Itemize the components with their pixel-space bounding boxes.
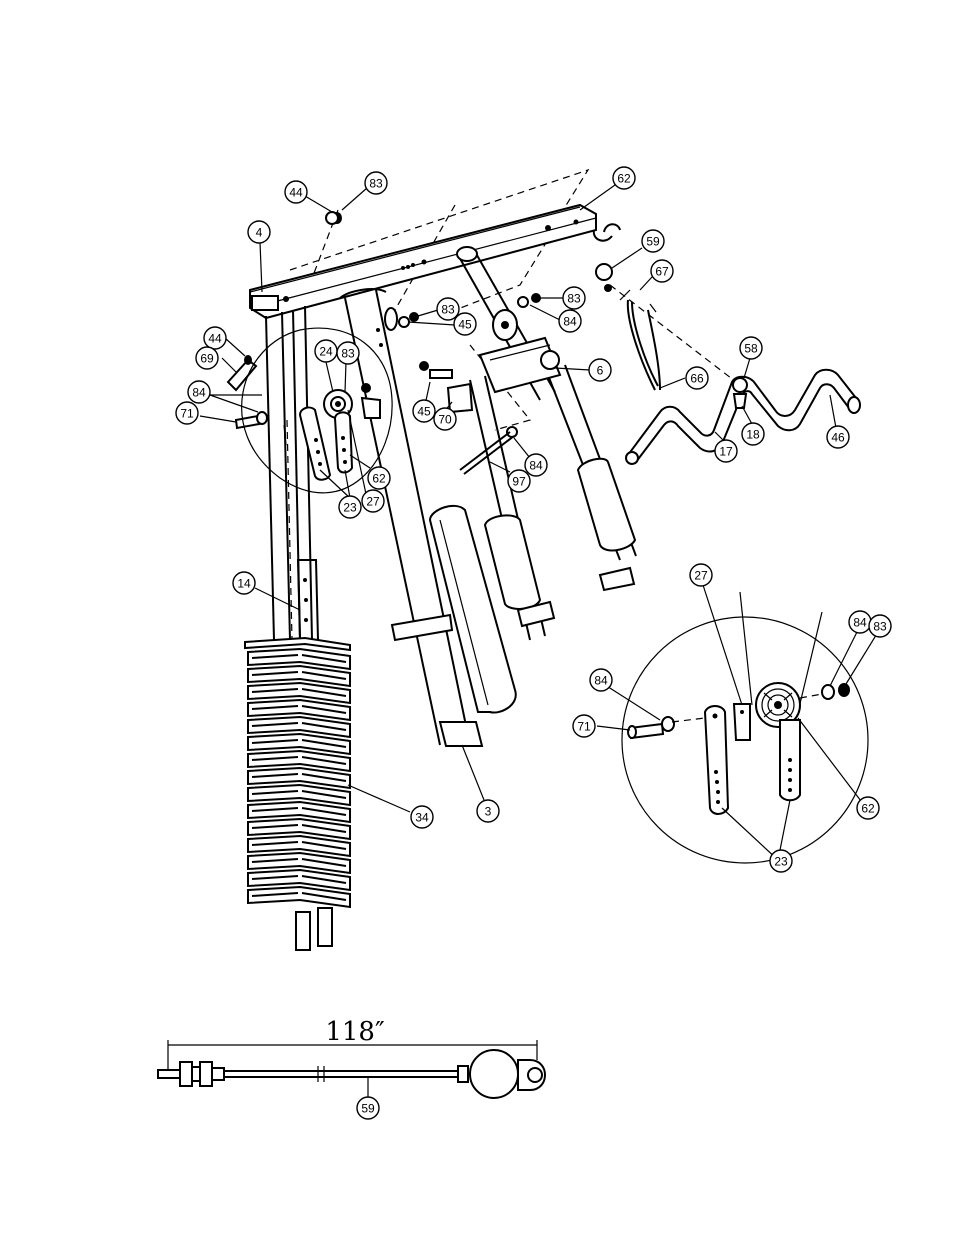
part-callout-71b: 71 [573,715,595,737]
part-callout-23b: 23 [770,850,792,872]
callout-number: 6 [597,364,604,378]
callout-number: 58 [744,342,758,356]
part-callout-62a: 62 [613,167,635,189]
part-callout-67: 67 [651,260,673,282]
callout-number: 97 [512,475,526,489]
callout-number: 23 [343,501,357,515]
callout-number: 84 [529,459,543,473]
part-callout-84e: 84 [590,669,612,691]
part-callout-24: 24 [315,340,337,362]
callout-number: 83 [441,303,455,317]
detail-circle-right [597,585,878,863]
part-callout-84b: 84 [188,381,210,403]
callout-number: 24 [319,345,333,359]
callout-number: 23 [774,855,788,869]
callout-number: 45 [458,318,472,332]
callout-number: 69 [200,352,214,366]
callout-number: 66 [690,372,704,386]
part-callout-18: 18 [742,423,764,445]
callout-number: 17 [719,445,733,459]
part-callout-97: 97 [508,470,530,492]
part-callout-17: 17 [715,440,737,462]
part-callout-84c: 84 [525,454,547,476]
part-callout-69: 69 [196,347,218,369]
part-callout-84a: 84 [559,310,581,332]
part-callout-3: 3 [477,800,499,822]
callout-number: 44 [289,186,303,200]
callout-number: 84 [594,674,608,688]
callout-number: 62 [372,472,386,486]
part-callout-83e: 83 [869,615,891,637]
callout-number: 71 [577,720,591,734]
callout-number: 83 [341,347,355,361]
part-callout-45b: 45 [413,400,435,422]
callout-number: 34 [415,811,429,825]
callout-number: 84 [192,386,206,400]
callout-number: 71 [180,407,194,421]
callout-number: 62 [861,802,875,816]
part-callout-27a: 27 [362,490,384,512]
part-callout-62b: 62 [368,467,390,489]
part-callout-83b: 83 [563,287,585,309]
callout-number: 83 [567,292,581,306]
part-callout-59b: 59 [357,1097,379,1119]
part-callout-6: 6 [589,359,611,381]
curl-bar [626,370,860,464]
part-callout-14: 14 [233,572,255,594]
weight-stack [245,638,350,950]
part-callout-71a: 71 [176,402,198,424]
part-callout-45a: 45 [454,313,476,335]
callout-number: 83 [369,177,383,191]
part-callout-44b: 44 [204,327,226,349]
part-callout-44a: 44 [285,181,307,203]
callout-number: 84 [853,616,867,630]
callout-number: 18 [746,428,760,442]
part-callout-66: 66 [686,367,708,389]
callout-number: 4 [256,226,263,240]
callout-number: 62 [617,172,631,186]
callout-number: 44 [208,332,222,346]
callout-number: 67 [655,265,669,279]
part-callout-27b: 27 [690,564,712,586]
callout-number: 45 [417,405,431,419]
cable-length-label: 118″ [325,1017,385,1047]
part-callout-62c: 62 [857,797,879,819]
part-callout-83c: 83 [437,298,459,320]
callout-number: 27 [366,495,380,509]
part-callout-34: 34 [411,806,433,828]
part-callout-4: 4 [248,221,270,243]
callout-number: 83 [873,620,887,634]
callout-number: 46 [831,431,845,445]
part-callout-83d: 83 [337,342,359,364]
callout-number: 59 [646,235,660,249]
callout-number: 84 [563,315,577,329]
part-callout-23a: 23 [339,496,361,518]
part-callout-46: 46 [827,426,849,448]
callout-number: 59 [361,1102,375,1116]
weight-plate [248,887,350,907]
part-callout-70: 70 [434,408,456,430]
callout-number: 27 [694,569,708,583]
callout-number: 14 [237,577,251,591]
part-callout-83a: 83 [365,172,387,194]
part-callout-58: 58 [740,337,762,359]
part-callout-84d: 84 [849,611,871,633]
callout-number: 3 [485,805,492,819]
main-assembly [200,170,860,950]
callout-number: 70 [438,413,452,427]
part-callout-59a: 59 [642,230,664,252]
cable-dimension: 118″ [158,1017,545,1098]
